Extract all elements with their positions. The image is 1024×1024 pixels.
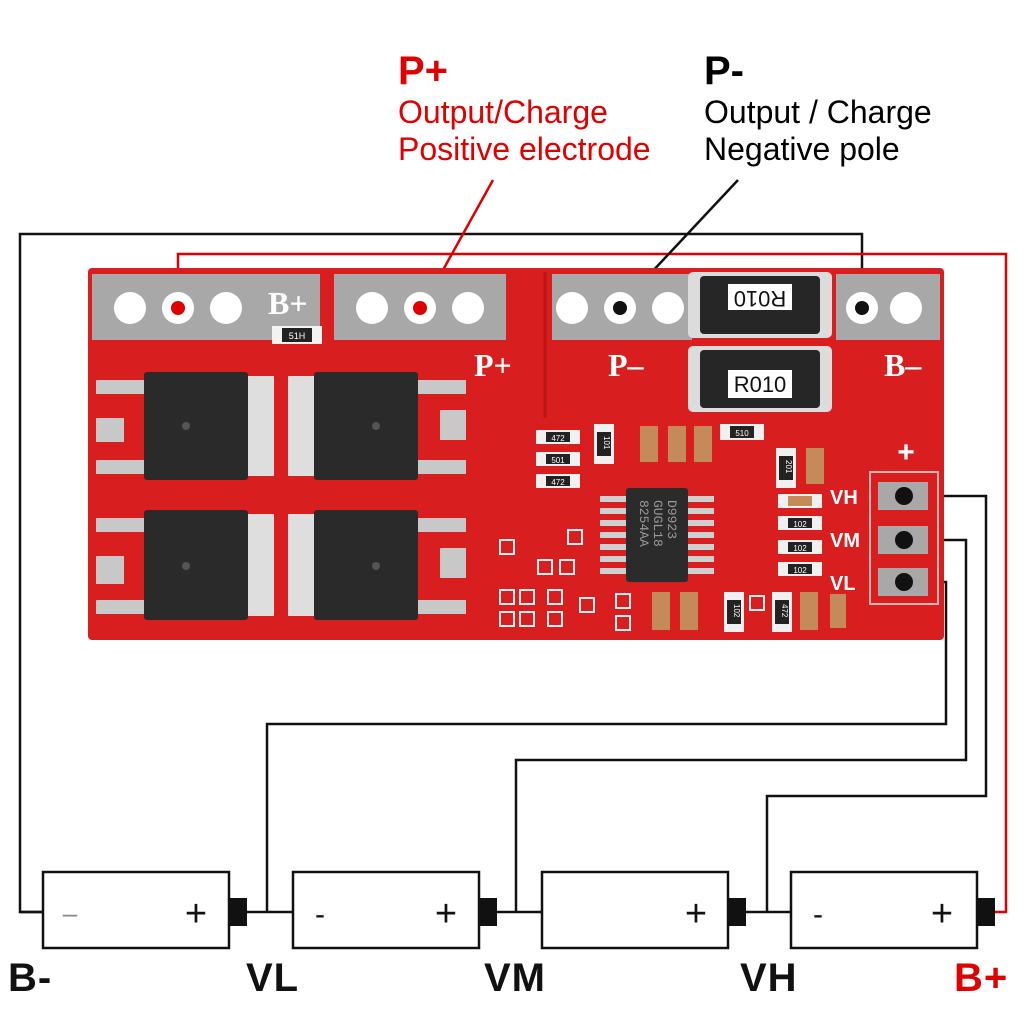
label-vm: VM xyxy=(484,956,546,1000)
battery-plus-sign: + xyxy=(931,893,953,935)
callout-p-minus-title: P- xyxy=(704,49,744,93)
callout-p-plus-title: P+ xyxy=(398,49,449,93)
smd-code: 472 xyxy=(551,434,565,443)
ic-marking: D9923 xyxy=(664,500,679,539)
smd-code: 102 xyxy=(793,566,807,575)
pad-hole xyxy=(652,292,684,324)
pad-hole xyxy=(356,292,388,324)
mosfet xyxy=(288,510,466,620)
smd-code: 510 xyxy=(735,429,749,438)
mosfet xyxy=(96,510,274,620)
smd-code: 102 xyxy=(732,604,741,618)
callout-p-minus-line2: Negative pole xyxy=(704,130,900,167)
smd-code: 472 xyxy=(551,478,565,487)
label-vh: VH xyxy=(740,956,798,1000)
shunt-resistor-bottom: R010 xyxy=(688,346,832,412)
marker-b-minus-pad xyxy=(855,301,869,315)
label-vl: VL xyxy=(246,956,300,1000)
mosfets xyxy=(96,372,466,620)
ic-marking: GUGL18 xyxy=(650,500,665,547)
mosfet xyxy=(96,372,274,480)
smd-code: 51H xyxy=(289,331,306,341)
silk-p-plus: P+ xyxy=(474,347,512,383)
battery-minus-sign: - xyxy=(315,898,325,931)
smd-code: 472 xyxy=(780,604,789,618)
callout-p-plus-line2: Positive electrode xyxy=(398,130,651,167)
marker-vl-pad xyxy=(895,573,913,591)
label-b-plus: B+ xyxy=(954,956,1009,1000)
pad-hole xyxy=(452,292,484,324)
protection-ic: 8254AA GUGL18 D9923 xyxy=(600,488,714,582)
silk-p-minus: P– xyxy=(608,347,645,383)
battery-minus-sign: - xyxy=(813,898,823,931)
vm-wire xyxy=(514,538,968,912)
ic-marking: 8254AA xyxy=(636,500,651,547)
battery-minus-sign: – xyxy=(63,898,78,928)
battery-cells: – + - + + - + xyxy=(20,870,995,950)
smd-code: 102 xyxy=(793,520,807,529)
marker-vm-pad xyxy=(895,531,913,549)
marker-p-minus-pad xyxy=(613,301,627,315)
silk-b-plus: B+ xyxy=(268,285,308,321)
pcb-board: B+ P+ P– B– 51H R010 R010 xyxy=(88,268,944,640)
battery-cell-1: – + xyxy=(20,870,247,950)
pad-holes xyxy=(114,292,922,324)
smd-code: 101 xyxy=(602,436,611,450)
callout-p-minus: P- Output / Charge Negative pole xyxy=(704,48,932,168)
pad-hole xyxy=(210,292,242,324)
passives: 472 501 472 101 510 201 102 102 102 102 xyxy=(499,424,846,632)
smd-code: 201 xyxy=(784,460,793,474)
battery-plus-sign: + xyxy=(435,893,457,935)
smd-code: 501 xyxy=(551,456,565,465)
silk-vl: VL xyxy=(830,573,856,595)
silk-vm: VM xyxy=(830,530,860,552)
marker-b-plus-pad xyxy=(171,301,185,315)
battery-plus-sign: + xyxy=(185,893,207,935)
callout-p-minus-line1: Output / Charge xyxy=(704,94,932,130)
pad-hole xyxy=(114,292,146,324)
callout-p-plus-line1: Output/Charge xyxy=(398,94,608,130)
smd-code: 102 xyxy=(793,544,807,553)
marker-p-plus-pad xyxy=(413,301,427,315)
mosfet xyxy=(288,372,466,480)
battery-cell-3: + xyxy=(540,870,746,950)
label-b-minus: B- xyxy=(8,956,53,1000)
pad-hole xyxy=(890,292,922,324)
shunt-marking: R010 xyxy=(734,372,787,397)
battery-cell-4: - + xyxy=(789,870,995,950)
vh-wire xyxy=(765,494,988,912)
smd-resistor-body xyxy=(282,328,312,342)
silk-vh: VH xyxy=(830,487,858,509)
shunt-marking: R010 xyxy=(734,286,787,311)
callout-p-plus: P+ Output/Charge Positive electrode xyxy=(398,48,651,168)
battery-plus-sign: + xyxy=(685,893,707,935)
marker-vh-pad xyxy=(895,487,913,505)
shunt-resistor-top: R010 xyxy=(688,272,832,338)
silk-b-minus: B– xyxy=(884,347,922,383)
balance-connector: + VH VM VL xyxy=(830,436,939,605)
silk-balance-plus: + xyxy=(897,436,915,469)
pad-hole xyxy=(556,292,588,324)
battery-cell-2: - + xyxy=(291,870,497,950)
